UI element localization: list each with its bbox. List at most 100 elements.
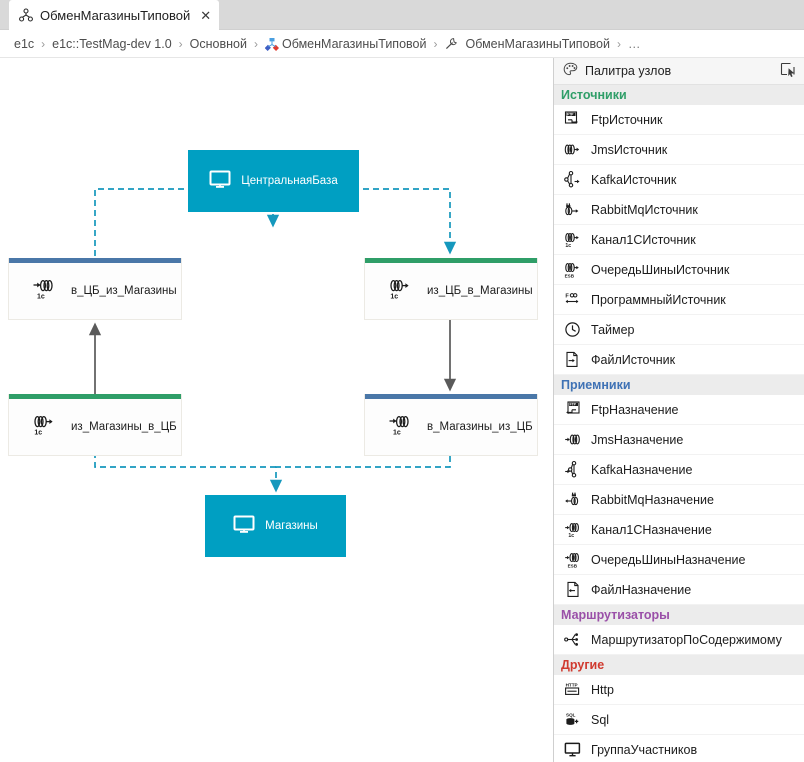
palette-item-label: FtpНазначение — [591, 402, 679, 417]
palette-item-rabbitmq-dest[interactable]: RabbitMqНазначение — [554, 485, 804, 515]
diagram-canvas[interactable]: ЦентральнаяБаза 1c в_ЦБ_из_Магазины — [0, 58, 553, 762]
palette-item-participant-group[interactable]: ГруппаУчастников — [554, 735, 804, 762]
palette-section-header-routers: Маршрутизаторы — [554, 605, 804, 625]
palette-item-content-router[interactable]: МаршрутизаторПоСодержимому — [554, 625, 804, 655]
palette-item-label: KafkaИсточник — [591, 172, 677, 187]
palette-item-file-source[interactable]: ФайлИсточник — [554, 345, 804, 375]
palette-item-code-source[interactable]: F ПрограммныйИсточник — [554, 285, 804, 315]
breadcrumb-label: ОбменМагазиныТиповой — [465, 36, 610, 51]
node-iz-cb-v-magaziny[interactable]: 1c из_ЦБ_в_Магазины — [364, 258, 538, 320]
wrench-icon — [444, 37, 458, 51]
breadcrumb-label: ОбменМагазиныТиповой — [281, 36, 427, 51]
svg-text:F: F — [565, 293, 569, 299]
palette-section-header-sources: Источники — [554, 85, 804, 105]
breadcrumb-item-editor[interactable]: ОбменМагазиныТиповой — [444, 36, 610, 51]
timer-icon — [563, 320, 582, 339]
palette-item-file-dest[interactable]: ФайлНазначение — [554, 575, 804, 605]
jms-dest-1c-icon: 1c — [387, 412, 413, 443]
select-pointer-icon[interactable] — [780, 62, 796, 81]
breadcrumb-item-exchange[interactable]: ОбменМагазиныТиповой — [264, 36, 427, 51]
node-label: ЦентральнаяБаза — [241, 175, 338, 187]
palette-item-label: FtpИсточник — [591, 112, 663, 127]
exchange-node-icon — [19, 8, 33, 22]
tab-label: ОбменМагазиныТиповой — [40, 7, 191, 23]
palette-item-ftp-source[interactable]: FTP FtpИсточник — [554, 105, 804, 135]
node-label: Магазины — [265, 520, 318, 532]
ftp-source-icon: FTP — [563, 110, 582, 129]
node-iz-magaziny-v-cb[interactable]: 1c из_Магазины_в_ЦБ — [8, 394, 182, 456]
node-palette-panel: Палитра узлов Источники FTP — [553, 58, 804, 762]
palette-item-esb-queue-dest[interactable]: ESB ОчередьШиныНазначение — [554, 545, 804, 575]
svg-text:ESB: ESB — [568, 563, 578, 568]
section-label: Приемники — [561, 378, 631, 392]
rabbitmq-source-icon — [563, 200, 582, 219]
palette-item-label: ПрограммныйИсточник — [591, 292, 726, 307]
node-label: из_Магазины_в_ЦБ — [71, 421, 177, 433]
svg-text:ESB: ESB — [565, 273, 575, 278]
palette-section-header-others: Другие — [554, 655, 804, 675]
node-label: в_Магазины_из_ЦБ — [427, 421, 533, 433]
breadcrumb-label: Основной — [189, 36, 247, 51]
svg-text:1c: 1c — [393, 429, 401, 436]
palette-item-kafka-source[interactable]: KafkaИсточник — [554, 165, 804, 195]
svg-text:FTP: FTP — [570, 403, 577, 407]
section-label: Маршрутизаторы — [561, 608, 670, 622]
node-central-database[interactable]: ЦентральнаяБаза — [188, 150, 359, 212]
breadcrumb-item-osnovnoi[interactable]: Основной — [190, 37, 247, 51]
node-magaziny-database[interactable]: Магазины — [205, 495, 346, 557]
svg-text:1c: 1c — [568, 533, 574, 539]
palette-item-channel1c-source[interactable]: 1c Канал1СИсточник — [554, 225, 804, 255]
palette-item-label: JmsИсточник — [591, 142, 668, 157]
svg-text:1c: 1c — [34, 429, 42, 436]
palette-item-http[interactable]: HTTP Http — [554, 675, 804, 705]
exchange-color-icon — [264, 37, 279, 51]
breadcrumb: e1c › e1c::TestMag-dev 1.0 › Основной › … — [0, 30, 804, 58]
palette-item-ftp-dest[interactable]: FTP FtpНазначение — [554, 395, 804, 425]
code-source-icon: F — [563, 290, 582, 309]
svg-text:1c: 1c — [37, 293, 45, 300]
node-label: из_ЦБ_в_Магазины — [427, 285, 533, 297]
palette-item-esb-queue-source[interactable]: ESB ОчередьШиныИсточник — [554, 255, 804, 285]
breadcrumb-separator: › — [616, 36, 621, 51]
jms-dest-1c-icon: 1c — [31, 276, 57, 307]
palette-item-jms-source[interactable]: JmsИсточник — [554, 135, 804, 165]
jms-src-1c-icon: 1c — [387, 276, 413, 307]
jms-dest-icon — [563, 430, 582, 449]
svg-text:FTP: FTP — [567, 113, 574, 117]
node-accent-bar — [365, 258, 537, 263]
palette-item-label: Таймер — [591, 322, 635, 337]
monitor-icon — [209, 170, 231, 193]
tab-strip: ОбменМагазиныТиповой ✕ — [0, 0, 804, 30]
palette-title: Палитра узлов — [585, 64, 672, 78]
monitor-group-icon — [563, 740, 582, 759]
palette-item-label: KafkaНазначение — [591, 462, 693, 477]
palette-item-channel1c-dest[interactable]: 1c Канал1СНазначение — [554, 515, 804, 545]
node-v-magaziny-iz-cb[interactable]: 1c в_Магазины_из_ЦБ — [364, 394, 538, 456]
close-icon[interactable]: ✕ — [200, 7, 212, 23]
palette-item-timer[interactable]: Таймер — [554, 315, 804, 345]
file-source-icon — [563, 350, 582, 369]
esb-queue-source-icon: ESB — [563, 260, 582, 279]
palette-item-label: RabbitMqИсточник — [591, 202, 698, 217]
palette-item-jms-dest[interactable]: JmsНазначение — [554, 425, 804, 455]
palette-item-label: Sql — [591, 712, 610, 727]
breadcrumb-item-e1c[interactable]: e1c — [14, 37, 34, 51]
node-accent-bar — [365, 394, 537, 399]
breadcrumb-overflow[interactable]: … — [627, 36, 642, 51]
breadcrumb-item-testmag[interactable]: e1c::TestMag-dev 1.0 — [52, 37, 172, 51]
content-router-icon — [563, 630, 582, 649]
svg-text:1c: 1c — [565, 243, 571, 249]
file-dest-icon — [563, 580, 582, 599]
palette-item-label: ФайлИсточник — [591, 352, 676, 367]
palette-item-sql[interactable]: SQL Sql — [554, 705, 804, 735]
palette-item-rabbitmq-source[interactable]: RabbitMqИсточник — [554, 195, 804, 225]
kafka-source-icon — [563, 170, 582, 189]
breadcrumb-label: e1c::TestMag-dev 1.0 — [52, 36, 172, 51]
node-v-cb-iz-magaziny[interactable]: 1c в_ЦБ_из_Магазины — [8, 258, 182, 320]
breadcrumb-separator: › — [178, 36, 183, 51]
palette-icon — [563, 62, 578, 80]
tab-obmen-magaziny-tipovoi[interactable]: ОбменМагазиныТиповой ✕ — [9, 0, 220, 30]
palette-item-kafka-dest[interactable]: KafkaНазначение — [554, 455, 804, 485]
palette-item-label: ФайлНазначение — [591, 582, 692, 597]
palette-item-label: Http — [591, 682, 614, 697]
